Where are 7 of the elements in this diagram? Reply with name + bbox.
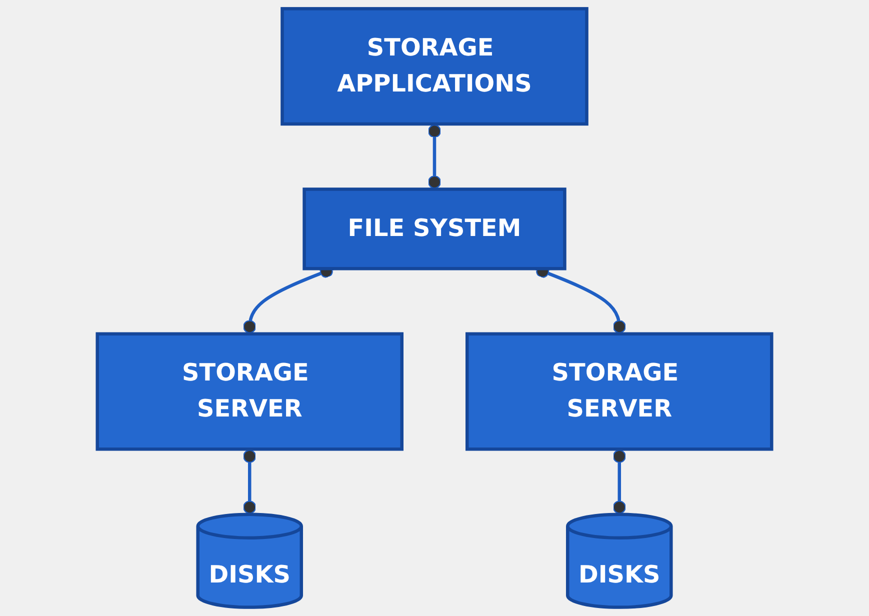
node-box: STORAGE SERVER [96, 332, 404, 451]
node-box: STORAGE SERVER [466, 332, 774, 451]
connector [428, 124, 442, 190]
connector [243, 449, 256, 514]
connector [612, 449, 626, 514]
node-box: STORAGE APPLICATIONS [280, 7, 588, 126]
node-box: FILE SYSTEM [302, 188, 566, 270]
